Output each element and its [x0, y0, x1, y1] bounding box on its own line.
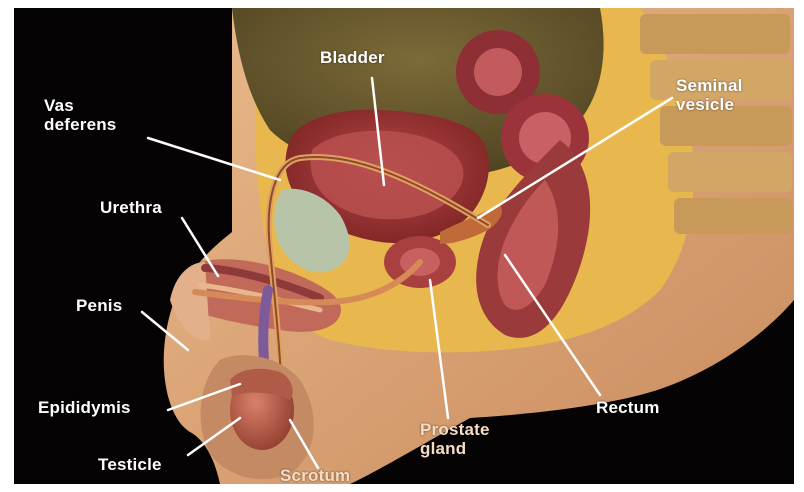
label-bladder: Bladder: [320, 48, 385, 67]
label-testicle: Testicle: [98, 455, 162, 474]
label-prostate-gland: Prostate gland: [420, 420, 490, 458]
label-penis: Penis: [76, 296, 122, 315]
label-vas-deferens: Vas deferens: [44, 96, 116, 134]
label-rectum: Rectum: [596, 398, 660, 417]
label-urethra: Urethra: [100, 198, 162, 217]
label-epididymis: Epididymis: [38, 398, 131, 417]
label-seminal-vesicle: Seminal vesicle: [676, 76, 743, 114]
label-scrotum: Scrotum: [280, 466, 350, 485]
